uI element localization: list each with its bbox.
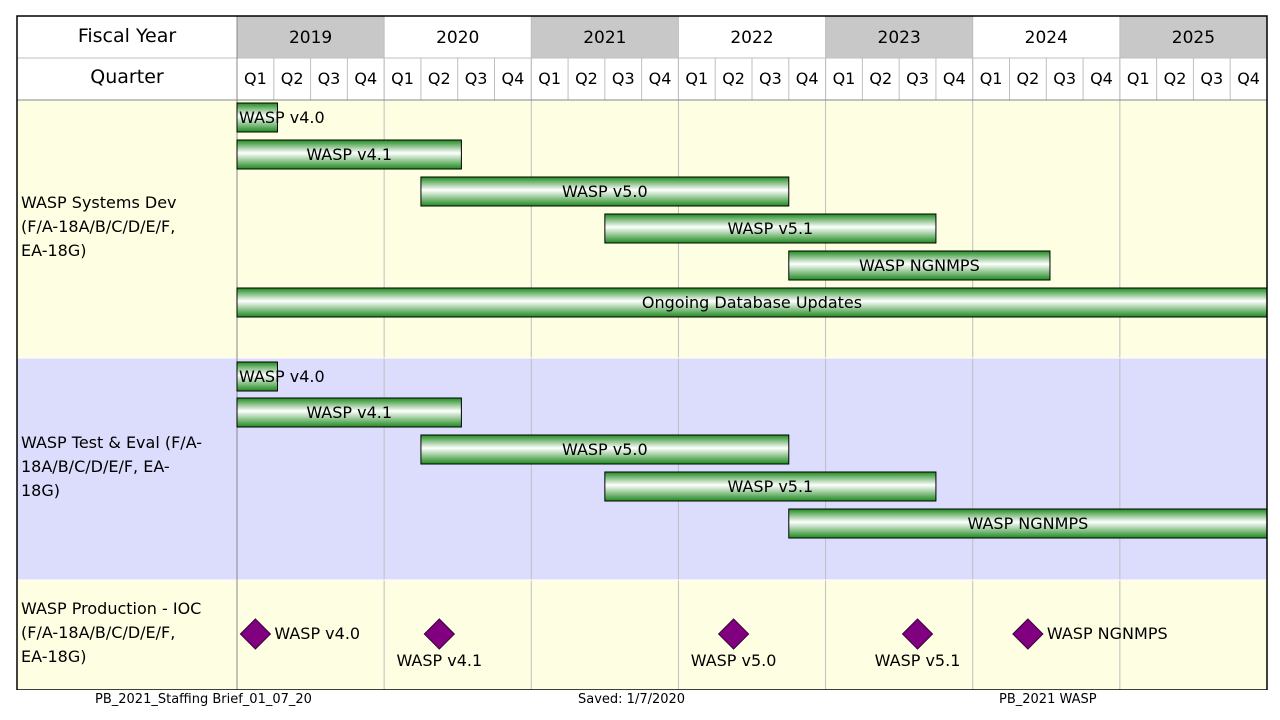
year-label-2021: 2021	[583, 28, 626, 48]
quarter-label: Quarter	[90, 66, 164, 88]
milestone-diamond	[239, 618, 272, 650]
gantt-bar	[420, 434, 790, 465]
quarter-tick-label: Q2	[428, 69, 451, 88]
year-label-2024: 2024	[1025, 28, 1068, 48]
year-label-2019: 2019	[289, 28, 332, 48]
quarter-tick-label: Q3	[318, 69, 341, 88]
section-label-3: WASP Production - IOC	[21, 599, 201, 618]
section-label-2: 18A/B/C/D/E/F, EA-	[21, 457, 170, 476]
quarter-tick-label: Q4	[796, 69, 819, 88]
quarter-tick-label: Q2	[575, 69, 598, 88]
year-band-2021	[531, 16, 679, 58]
milestone-label: WASP v4.1	[396, 651, 482, 670]
quarter-tick-label: Q2	[869, 69, 892, 88]
quarter-tick-label: Q4	[943, 69, 966, 88]
gantt-bar-label: WASP v4.0	[239, 367, 325, 386]
quarter-tick-label: Q2	[1164, 69, 1187, 88]
fiscal-year-label: Fiscal Year	[78, 25, 177, 47]
section-label-1: (F/A-18A/B/C/D/E/F,	[21, 217, 175, 236]
milestone-label: WASP v5.1	[875, 651, 961, 670]
section-label-3: EA-18G)	[21, 647, 86, 666]
quarter-tick-label: Q3	[759, 69, 782, 88]
year-label-2023: 2023	[878, 28, 921, 48]
quarter-tick-label: Q1	[980, 69, 1003, 88]
section-band-3	[17, 580, 1267, 690]
year-band-2023	[825, 16, 973, 58]
gantt-bar-label: Ongoing Database Updates	[642, 293, 862, 312]
quarter-tick-label: Q1	[1127, 69, 1150, 88]
milestone-label: WASP v4.0	[274, 624, 360, 643]
quarter-tick-label: Q2	[1017, 69, 1040, 88]
gantt-bar	[420, 176, 790, 207]
quarter-tick-label: Q1	[685, 69, 708, 88]
quarter-tick-label: Q3	[1200, 69, 1223, 88]
gantt-bar-label: WASP v5.1	[728, 477, 814, 496]
year-label-2020: 2020	[436, 28, 479, 48]
milestone-diamond	[717, 618, 750, 650]
year-band-2025	[1119, 16, 1267, 58]
gantt-bar-label: WASP NGNMPS	[859, 256, 980, 275]
gantt-bar	[604, 471, 937, 502]
quarter-tick-label: Q1	[538, 69, 561, 88]
year-label-2025: 2025	[1172, 28, 1215, 48]
quarter-tick-label: Q3	[465, 69, 488, 88]
section-label-2: 18G)	[21, 481, 60, 500]
quarter-tick-label: Q4	[649, 69, 672, 88]
gantt-bar-label: WASP v5.1	[728, 219, 814, 238]
footer-program: PB_2021 WASP	[999, 692, 1097, 707]
footer-saved-date: Saved: 1/7/2020	[578, 692, 686, 707]
quarter-tick-label: Q2	[722, 69, 745, 88]
section-label-3: (F/A-18A/B/C/D/E/F,	[21, 623, 175, 642]
gantt-bar-label: WASP v4.1	[306, 145, 392, 164]
milestone-diamond	[423, 618, 456, 650]
quarter-tick-label: Q2	[281, 69, 304, 88]
gantt-bar	[788, 508, 1268, 539]
year-band-2019	[237, 16, 385, 58]
quarter-tick-label: Q1	[833, 69, 856, 88]
gantt-bar-label: WASP NGNMPS	[968, 514, 1089, 533]
gantt-bar	[236, 287, 1268, 318]
year-label-2022: 2022	[730, 28, 773, 48]
chart-border	[16, 15, 1268, 690]
quarter-tick-label: Q1	[244, 69, 267, 88]
section-label-1: WASP Systems Dev	[21, 193, 177, 212]
footer-filename: PB_2021_Staffing Brief_01_07_20	[95, 692, 312, 707]
milestone-label: WASP v5.0	[691, 651, 777, 670]
gantt-bar-label: WASP v5.0	[562, 440, 648, 459]
quarter-tick-label: Q4	[502, 69, 525, 88]
quarter-tick-label: Q3	[612, 69, 635, 88]
quarter-tick-label: Q3	[1053, 69, 1076, 88]
gantt-bar-label: WASP v5.0	[562, 182, 648, 201]
quarter-tick-label: Q4	[354, 69, 377, 88]
section-label-1: EA-18G)	[21, 241, 86, 260]
milestone-label: WASP NGNMPS	[1047, 624, 1168, 643]
quarter-tick-label: Q4	[1090, 69, 1113, 88]
gantt-bar-label: WASP v4.1	[306, 403, 392, 422]
milestone-diamond	[1012, 618, 1044, 650]
gantt-bar-label: WASP v4.0	[239, 108, 325, 127]
section-band-2	[17, 358, 1267, 580]
gantt-bar	[604, 213, 937, 244]
milestone-diamond	[901, 618, 934, 650]
gantt-bar	[236, 139, 462, 170]
quarter-tick-label: Q4	[1237, 69, 1260, 88]
section-label-2: WASP Test & Eval (F/A-	[21, 433, 202, 452]
quarter-tick-label: Q1	[391, 69, 414, 88]
gantt-bar	[236, 361, 278, 392]
gantt-bar	[788, 250, 1051, 281]
quarter-tick-label: Q3	[906, 69, 929, 88]
gantt-bar	[236, 102, 278, 133]
gantt-bar	[236, 397, 462, 428]
